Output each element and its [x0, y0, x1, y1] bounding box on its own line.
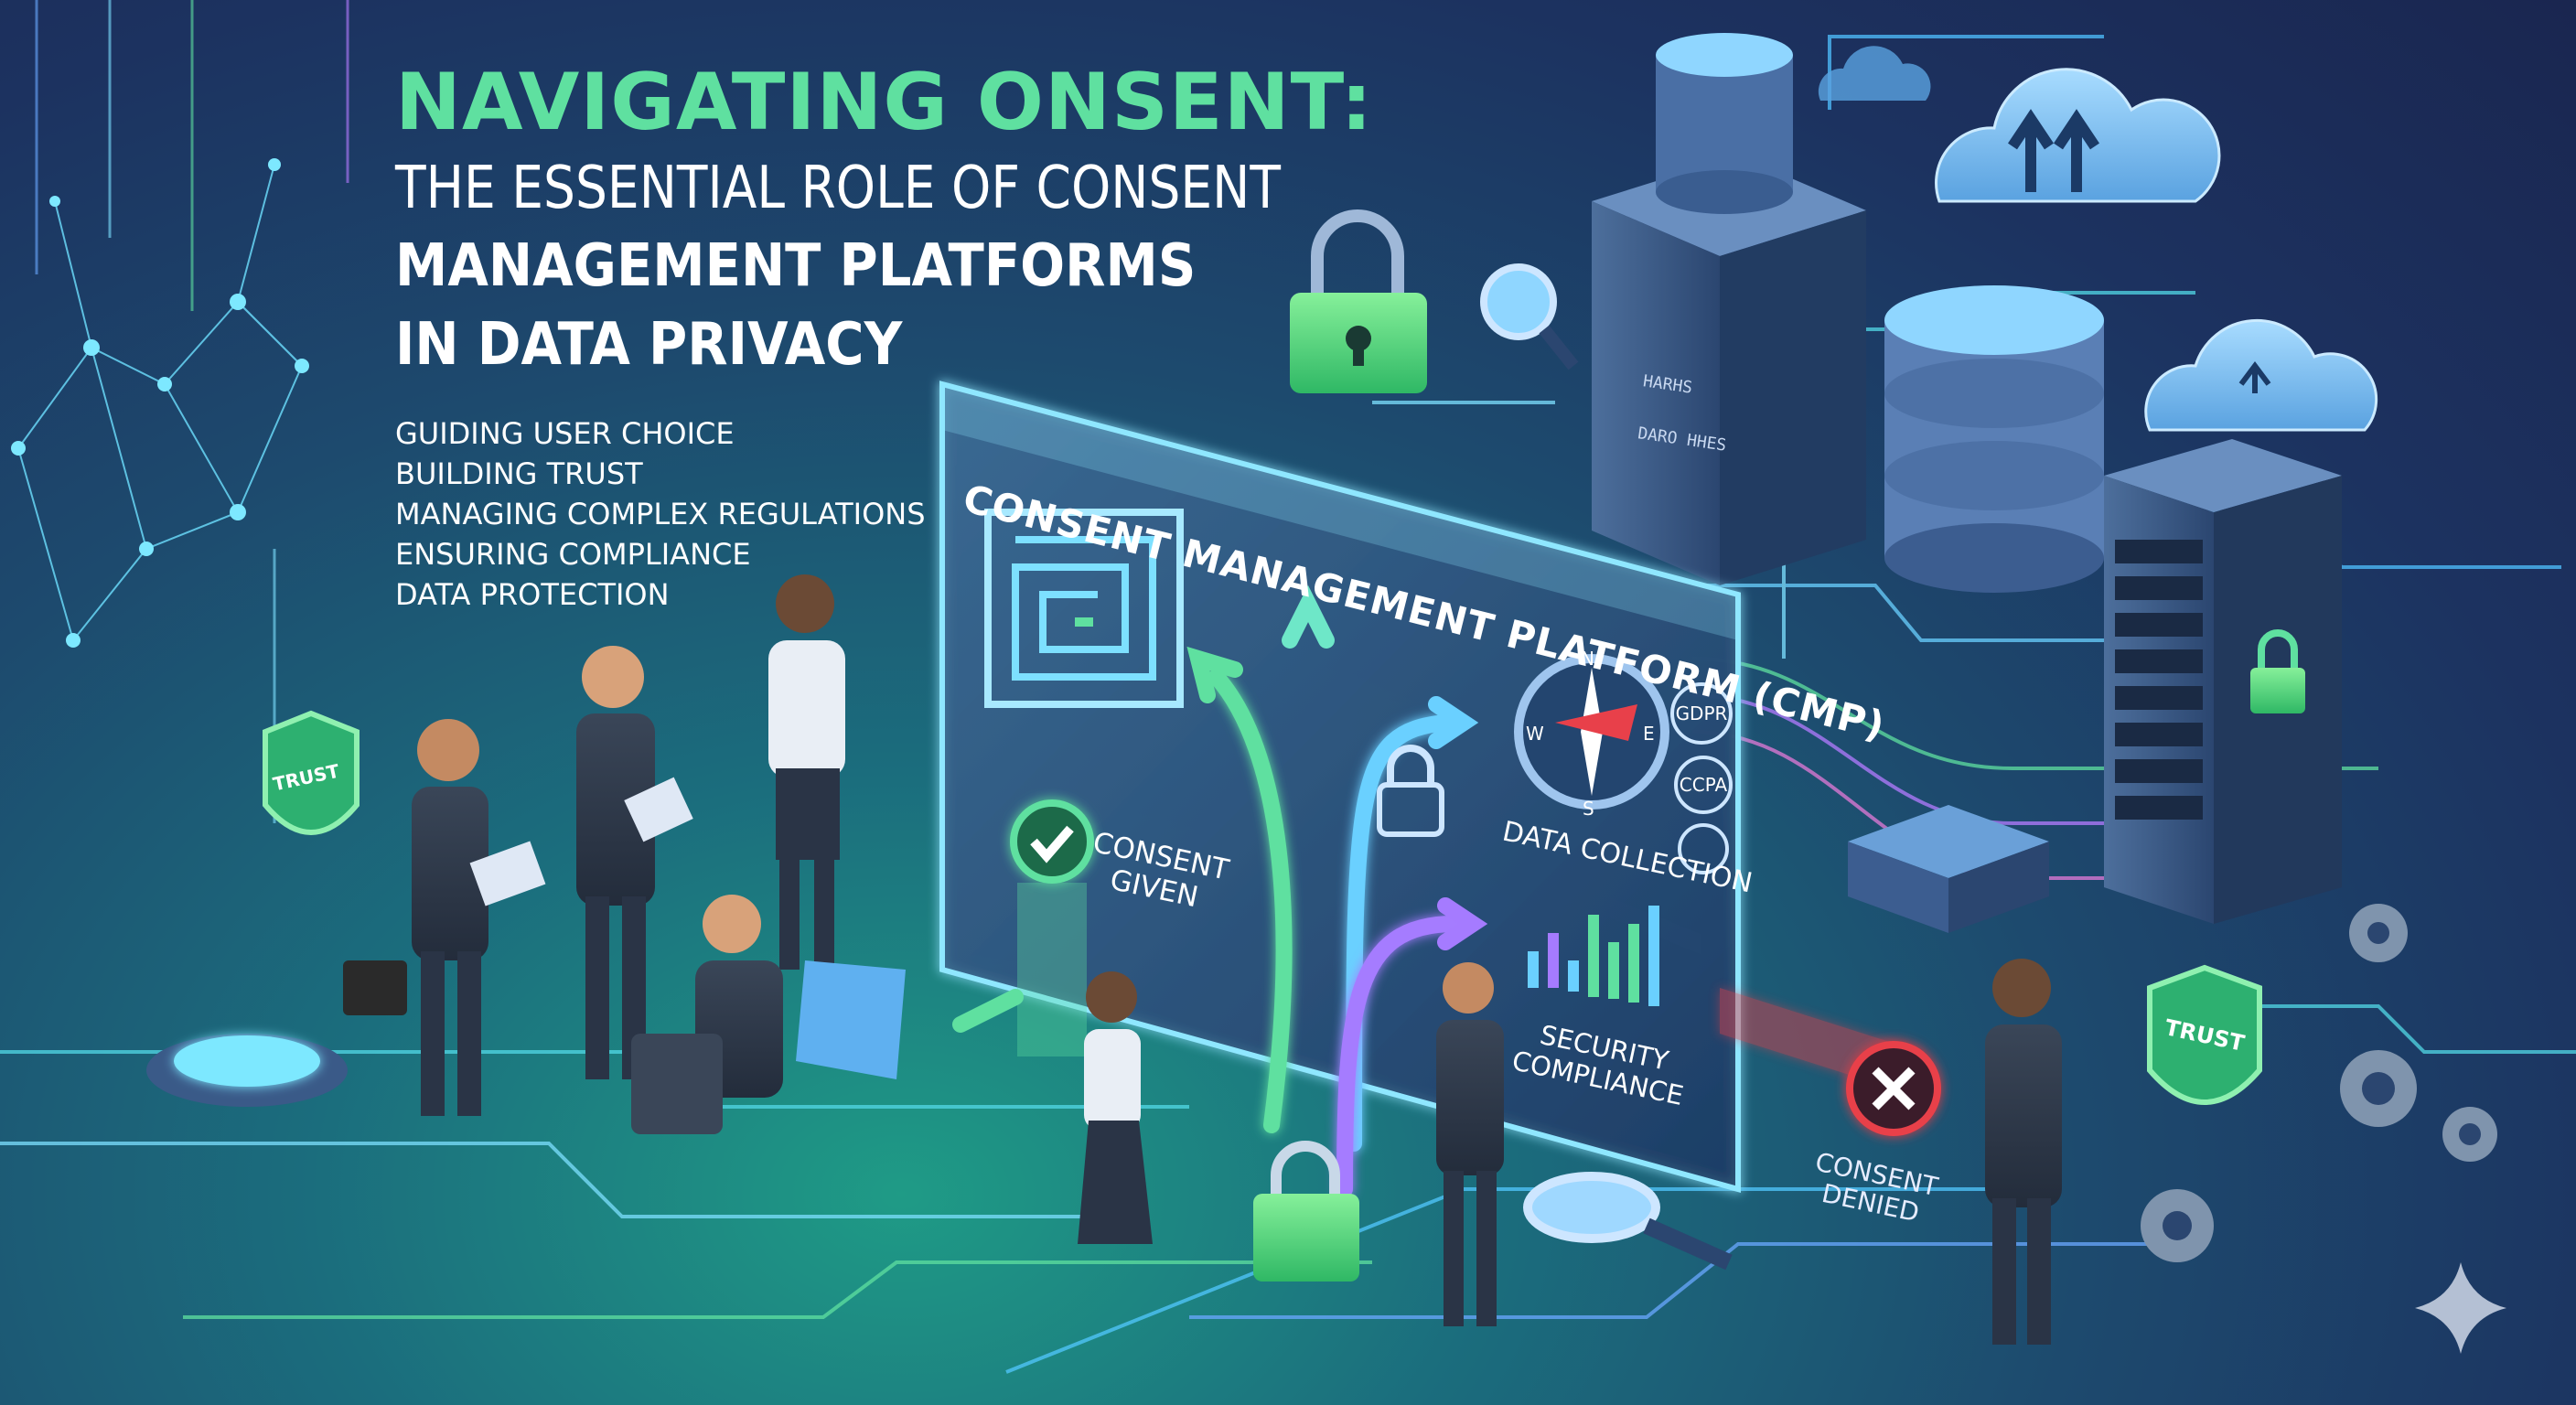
vertical-data-streams — [35, 0, 349, 823]
benefit-item: ENSURING COMPLIANCE — [395, 537, 751, 572]
network-nodes — [11, 158, 309, 648]
person-briefcase — [343, 719, 546, 1116]
consent-given-beam — [1017, 883, 1087, 1056]
cmp-panel — [939, 381, 1741, 1193]
benefit-item: BUILDING TRUST — [395, 456, 643, 491]
consent-denied-x-icon — [1846, 1041, 1941, 1136]
flow-arrows — [952, 585, 1488, 1197]
person-phone-right — [1985, 959, 2062, 1345]
padlock-icon-bottom — [1253, 1141, 1359, 1282]
compass-letter-w: W — [1526, 723, 1544, 745]
cloud-upload-icon — [1935, 68, 2221, 203]
person-woman-presenting — [768, 574, 845, 970]
maze-icon — [984, 509, 1184, 708]
network-graph — [17, 164, 304, 643]
server-lock-icon — [2250, 629, 2305, 713]
server-rack-right — [2104, 439, 2342, 924]
regulation-badges — [1670, 682, 1733, 874]
consent-given-check-icon — [1010, 799, 1094, 884]
benefit-item: GUIDING USER CHOICE — [395, 416, 735, 451]
gears-icon — [2141, 904, 2497, 1262]
person-tablet — [576, 646, 693, 1079]
database-cylinder-top — [1656, 33, 1793, 214]
person-laptop-seated — [631, 895, 906, 1134]
headline-line-2: THE ESSENTIAL ROLE OF CONSENT — [395, 155, 1281, 222]
sparkle-icon — [2415, 1262, 2506, 1354]
cloud-sync-icon — [2144, 318, 2378, 432]
compass-letter-s: S — [1583, 798, 1594, 820]
compass-letter-n: N — [1581, 648, 1594, 670]
headline-line-4: IN DATA PRIVACY — [395, 311, 903, 379]
benefit-item: DATA PROTECTION — [395, 577, 670, 612]
trust-shield-left-icon — [263, 710, 360, 835]
glowing-pedestal — [146, 1034, 348, 1107]
trust-shield-right-icon — [2147, 964, 2262, 1105]
magnifier-icon-bottom — [1523, 1172, 1733, 1271]
cloud-small-icon — [1818, 46, 1931, 101]
magnifier-icon-top — [1480, 263, 1579, 370]
headline-line-3: MANAGEMENT PLATFORMS — [395, 232, 1197, 300]
padlock-icon-top — [1290, 209, 1427, 393]
benefit-item: MANAGING COMPLEX REGULATIONS — [395, 497, 926, 531]
server-tower-top — [1592, 156, 1866, 955]
ccpa-badge: CCPA — [1679, 774, 1728, 796]
panel-padlock-icon — [1377, 745, 1444, 837]
person-woman-center — [1078, 971, 1153, 1244]
headline-line-1: NAVIGATING ONSENT: — [395, 57, 1373, 148]
bar-chart-icon — [1528, 906, 1659, 1006]
headline: NAVIGATING ONSENT: THE ESSENTIAL ROLE OF… — [395, 55, 1401, 384]
gdpr-badge: GDPR — [1675, 702, 1728, 724]
benefit-list: GUIDING USER CHOICE BUILDING TRUST MANAG… — [395, 413, 926, 615]
compass-icon — [1514, 654, 1669, 810]
person-phone-center — [1436, 962, 1504, 1326]
database-cylinder-center — [1884, 285, 2104, 593]
data-stack-icon — [1848, 805, 2049, 933]
compass-letter-e: E — [1643, 723, 1655, 745]
